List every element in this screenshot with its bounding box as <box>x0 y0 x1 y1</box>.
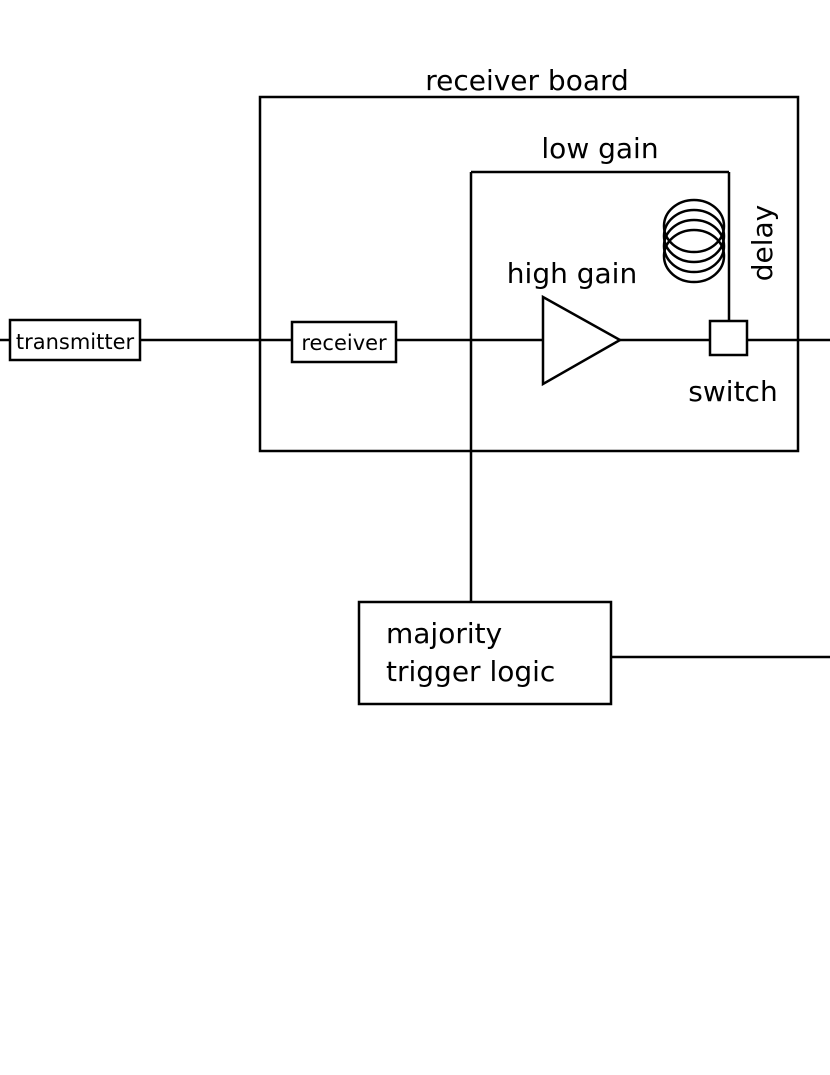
receiver-board-box <box>258 95 800 453</box>
receiver-label: receiver <box>301 331 387 355</box>
high-gain-amplifier-icon <box>541 294 623 387</box>
low-gain-label: low gain <box>541 132 658 165</box>
majority-label-line-1: majority <box>386 617 502 650</box>
receiver-board-label: receiver board <box>425 64 629 97</box>
transmitter-box <box>8 318 142 362</box>
switch-box <box>708 319 749 357</box>
receiver-box <box>290 320 398 364</box>
majority-label-line-2: trigger logic <box>386 655 555 688</box>
delay-label: delay <box>746 205 779 282</box>
majority-trigger-logic-label: majority trigger logic <box>386 617 555 688</box>
transmitter-label: transmitter <box>16 330 135 354</box>
delay-coil-icon <box>662 198 726 284</box>
high-gain-label: high gain <box>507 257 637 290</box>
switch-label: switch <box>688 375 777 408</box>
majority-trigger-logic-box <box>357 600 613 706</box>
